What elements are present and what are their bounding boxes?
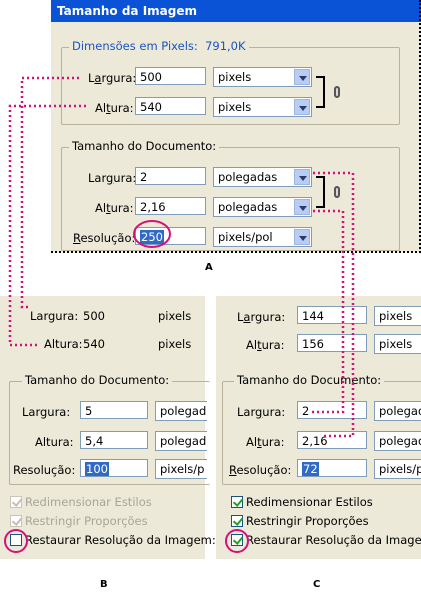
doc-width-unit-select[interactable]: polegadas bbox=[213, 167, 312, 187]
b-scale-styles-checkbox[interactable] bbox=[10, 496, 22, 508]
b-scale-styles-label: Redimensionar Estilos bbox=[25, 495, 152, 509]
c-doc-height-unit-select[interactable]: polegad bbox=[374, 431, 421, 451]
pixel-dimensions-legend: Dimensões em Pixels: 791,0K bbox=[69, 39, 249, 53]
c-scale-styles-checkbox[interactable] bbox=[231, 496, 243, 508]
b-height-unit: pixels bbox=[158, 337, 192, 351]
c-constrain-label: Restringir Proporções bbox=[246, 514, 369, 528]
c-width-unit-select[interactable]: pixels bbox=[374, 306, 421, 326]
c-resolution-input[interactable]: 72 bbox=[297, 459, 367, 477]
c-doc-width-input[interactable]: 2 bbox=[297, 401, 367, 419]
b-width-unit: pixels bbox=[158, 309, 192, 323]
link-chain-icon bbox=[334, 86, 340, 98]
pixel-constrain-bracket bbox=[316, 76, 325, 108]
b-doc-width-unit-select[interactable]: polegad bbox=[155, 401, 207, 421]
b-doc-width-label: Largura: bbox=[22, 405, 71, 419]
c-doc-height-input[interactable]: 2,16 bbox=[297, 431, 367, 449]
b-resample-label: Restaurar Resolução da Imagem: bbox=[25, 533, 216, 547]
c-resample-label: Restaurar Resolução da Imagem: bbox=[246, 533, 421, 547]
image-size-dialog: Tamanho da Imagem Dimensões em Pixels: 7… bbox=[51, 0, 421, 252]
b-height-label: Altura: bbox=[44, 337, 83, 351]
b-resolution-input[interactable]: 100 bbox=[80, 459, 148, 477]
doc-height-unit-select[interactable]: polegadas bbox=[213, 197, 312, 217]
height-label: Altura: bbox=[95, 101, 134, 115]
c-resample-checkbox[interactable] bbox=[231, 534, 243, 546]
dropdown-arrow-icon bbox=[294, 69, 310, 85]
dropdown-arrow-icon bbox=[294, 199, 310, 215]
c-doc-width-label: Largura: bbox=[237, 405, 286, 419]
pixel-dimensions-value: 791,0K bbox=[205, 39, 246, 53]
b-doc-height-input[interactable]: 5,4 bbox=[80, 431, 148, 449]
c-height-input[interactable]: 156 bbox=[297, 334, 367, 352]
dialog-titlebar: Tamanho da Imagem bbox=[51, 0, 421, 22]
c-doc-height-label: Altura: bbox=[246, 435, 285, 449]
height-unit-select[interactable]: pixels bbox=[213, 97, 312, 117]
caption-a: A bbox=[205, 262, 213, 273]
width-unit-select[interactable]: pixels bbox=[213, 67, 312, 87]
b-document-size-legend: Tamanho do Documento: bbox=[22, 373, 173, 387]
b-width-value: 500 bbox=[83, 309, 105, 323]
doc-width-label: Largura: bbox=[88, 171, 137, 185]
c-width-label: Largura: bbox=[237, 310, 286, 324]
b-constrain-checkbox[interactable] bbox=[10, 515, 22, 527]
c-resolution-unit-select[interactable]: pixels/p bbox=[374, 459, 421, 479]
dropdown-arrow-icon bbox=[294, 229, 310, 245]
dropdown-arrow-icon bbox=[294, 169, 310, 185]
width-input[interactable]: 500 bbox=[135, 67, 206, 85]
panel-c: Largura: 144 pixels Altura: 156 pixels T… bbox=[216, 296, 421, 559]
c-resolution-selected-text: 72 bbox=[302, 462, 319, 476]
b-resolution-selected-text: 100 bbox=[85, 462, 109, 476]
b-constrain-label: Restringir Proporções bbox=[25, 514, 148, 528]
dialog-edge bbox=[51, 0, 421, 253]
height-input[interactable]: 540 bbox=[135, 97, 206, 115]
b-resolution-label: Resolução: bbox=[13, 463, 76, 477]
b-width-label: Largura: bbox=[30, 309, 79, 323]
panel-b: Largura: 500 pixels Altura: 540 pixels T… bbox=[0, 296, 216, 559]
b-doc-width-input[interactable]: 5 bbox=[80, 401, 148, 419]
caption-c: C bbox=[313, 579, 321, 590]
c-doc-width-unit-select[interactable]: polegad bbox=[374, 401, 421, 421]
caption-b: B bbox=[100, 579, 108, 590]
doc-height-input[interactable]: 2,16 bbox=[135, 197, 206, 215]
c-scale-styles-label: Redimensionar Estilos bbox=[246, 495, 373, 509]
doc-height-label: Altura: bbox=[95, 201, 134, 215]
c-height-unit-select[interactable]: pixels bbox=[374, 334, 421, 354]
b-doc-height-unit-select[interactable]: polegad bbox=[155, 431, 207, 451]
document-size-legend: Tamanho do Documento: bbox=[69, 139, 220, 153]
b-resample-checkbox[interactable] bbox=[10, 534, 22, 546]
b-resolution-unit-select[interactable]: pixels/p bbox=[155, 459, 207, 479]
width-label: Largura: bbox=[88, 71, 137, 85]
b-doc-height-label: Altura: bbox=[35, 435, 74, 449]
resolution-unit-select[interactable]: pixels/pol bbox=[213, 227, 312, 247]
doc-width-input[interactable]: 2 bbox=[135, 167, 206, 185]
c-width-input[interactable]: 144 bbox=[297, 306, 367, 324]
dropdown-arrow-icon bbox=[294, 99, 310, 115]
b-height-value: 540 bbox=[83, 337, 105, 351]
c-constrain-checkbox[interactable] bbox=[231, 515, 243, 527]
c-resolution-label: Resolução: bbox=[229, 463, 292, 477]
c-height-label: Altura: bbox=[246, 338, 285, 352]
c-document-size-legend: Tamanho do Documento: bbox=[234, 373, 385, 387]
